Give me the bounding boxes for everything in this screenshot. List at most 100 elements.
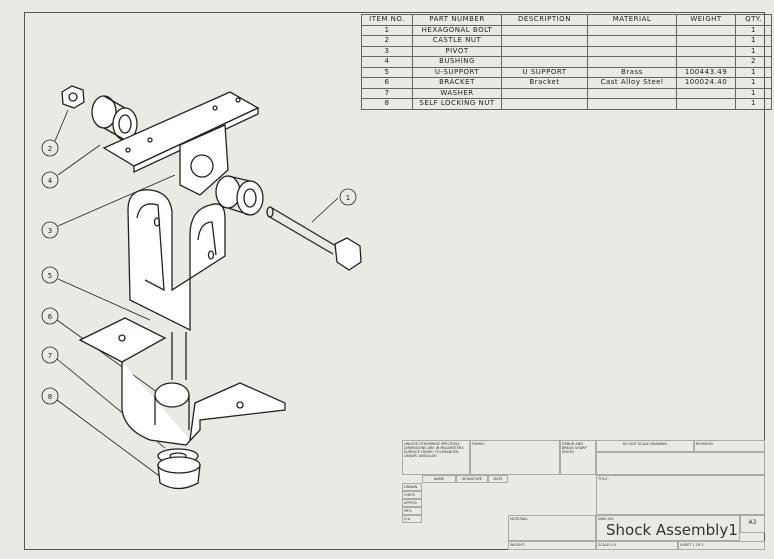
qa-label: Q.A [402, 515, 422, 523]
bom-cell-weight: 100443.49 [676, 66, 736, 78]
checked-label: CHK'D [402, 491, 422, 499]
title-label: TITLE: [596, 475, 765, 515]
bom-cell-material [587, 98, 677, 110]
svg-text:7: 7 [48, 352, 52, 360]
drawing-title: Shock Assembly1 [606, 521, 738, 539]
bom-cell-qty: 1 [735, 77, 772, 89]
bom-cell-qty: 1 [735, 98, 772, 110]
bom-header-row: ITEM NO. PART NUMBER DESCRIPTION MATERIA… [361, 14, 772, 26]
bom-cell-description: U SUPPORT [501, 66, 588, 78]
header-material: MATERIAL [587, 14, 677, 26]
svg-text:2: 2 [48, 145, 52, 153]
castle-nut-part [61, 85, 85, 109]
svg-text:8: 8 [48, 393, 52, 401]
svg-text:3: 3 [48, 227, 52, 235]
bom-cell-part-number: HEXAGONAL BOLT [412, 24, 502, 36]
sheet-label: SHEET 1 OF 1 [678, 541, 765, 550]
bom-cell-material [587, 24, 677, 36]
bom-cell-item-no: 4 [361, 56, 413, 68]
sheet-border [24, 12, 765, 550]
bom-cell-qty: 1 [735, 24, 772, 36]
bushing-part [91, 95, 138, 141]
bom-cell-description [501, 98, 588, 110]
revision-area [596, 452, 765, 475]
leader-lines [54, 109, 339, 479]
pivot-part [102, 91, 260, 196]
balloon-5: 5 [41, 266, 59, 284]
finish-label: FINISH: [470, 440, 560, 475]
u-support-part [127, 189, 226, 332]
hexagonal-bolt-part [266, 206, 362, 271]
bom-cell-material [587, 45, 677, 57]
approved-label: APPV'D [402, 499, 422, 507]
bom-cell-qty: 1 [735, 87, 772, 99]
bom-cell-description: Bracket [501, 77, 588, 89]
bom-cell-weight: 100024.40 [676, 77, 736, 89]
do-not-scale-note: DO NOT SCALE DRAWING [596, 440, 694, 452]
bom-cell-item-no: 5 [361, 66, 413, 78]
sheet-size: A3 [740, 515, 765, 533]
balloon-6: 6 [41, 307, 59, 325]
balloon-4: 4 [41, 171, 59, 189]
bom-cell-item-no: 1 [361, 24, 413, 36]
bom-cell-part-number: BUSHING [412, 56, 502, 68]
bom-cell-weight [676, 98, 736, 110]
bom-cell-qty: 2 [735, 56, 772, 68]
bom-cell-description [501, 87, 588, 99]
bom-cell-weight [676, 56, 736, 68]
bom-cell-material [587, 56, 677, 68]
name-header: NAME [422, 475, 456, 483]
bom-cell-description [501, 45, 588, 57]
weight-label: WEIGHT: [508, 541, 596, 550]
bom-cell-weight [676, 24, 736, 36]
balloon-2: 2 [41, 139, 59, 157]
revision-label: REVISION [694, 440, 765, 452]
bom-cell-weight [676, 45, 736, 57]
bushing-part-2 [215, 175, 264, 216]
rod-part [171, 332, 187, 380]
bom-cell-weight [676, 87, 736, 99]
bom-cell-item-no: 2 [361, 35, 413, 47]
bill-of-materials-table: ITEM NO. PART NUMBER DESCRIPTION MATERIA… [361, 14, 772, 110]
scale-label: SCALE:1:5 [596, 541, 678, 550]
bom-cell-material [587, 35, 677, 47]
self-locking-nut-part [157, 456, 201, 490]
bom-cell-part-number: WASHER [412, 87, 502, 99]
header-description: DESCRIPTION [501, 14, 588, 26]
bom-cell-part-number: CASTLE NUT [412, 35, 502, 47]
bom-cell-part-number: BRACKET [412, 77, 502, 89]
bom-cell-qty: 1 [735, 66, 772, 78]
balloon-7: 7 [41, 346, 59, 364]
bom-cell-description [501, 24, 588, 36]
bom-cell-qty: 1 [735, 45, 772, 57]
tolerance-note: UNLESS OTHERWISE SPECIFIED: DIMENSIONS A… [402, 440, 470, 475]
bom-cell-item-no: 7 [361, 87, 413, 99]
header-weight: WEIGHT [676, 14, 736, 26]
svg-text:6: 6 [48, 313, 53, 321]
bom-cell-item-no: 6 [361, 77, 413, 89]
bom-cell-qty: 1 [735, 35, 772, 47]
drawn-label: DRAWN [402, 483, 422, 491]
bom-cell-description [501, 56, 588, 68]
header-qty: QTY. [735, 14, 772, 26]
title-block: UNLESS OTHERWISE SPECIFIED: DIMENSIONS A… [402, 440, 765, 550]
bom-cell-part-number: PIVOT [412, 45, 502, 57]
balloon-3: 3 [41, 221, 59, 239]
bom-cell-material: Cast Alloy Steel [587, 77, 677, 89]
bom-cell-material [587, 87, 677, 99]
bom-cell-weight [676, 35, 736, 47]
bracket-part [78, 317, 286, 446]
svg-text:4: 4 [48, 177, 53, 185]
balloon-1: 1 [339, 188, 357, 206]
svg-text:1: 1 [346, 194, 350, 202]
material-label: MATERIAL: [508, 515, 596, 541]
